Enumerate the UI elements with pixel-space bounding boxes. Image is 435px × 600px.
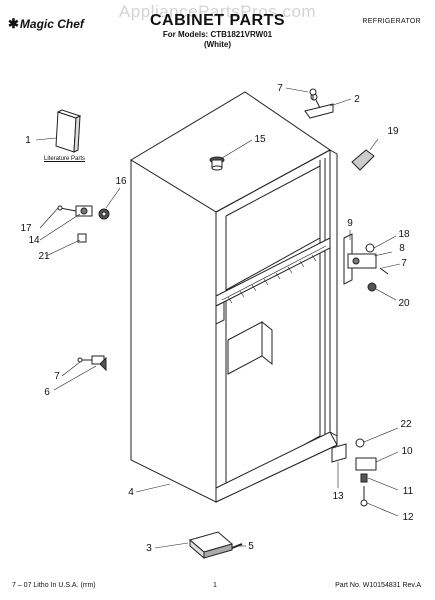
- callout-20: 20: [398, 298, 410, 309]
- callout-7a: 7: [277, 83, 283, 94]
- callout-1: 1: [25, 135, 31, 146]
- callout-2: 2: [354, 94, 360, 105]
- top-hinge-part: [304, 93, 334, 119]
- star-icon: ✱: [8, 16, 19, 31]
- callout-7b: 7: [401, 258, 407, 269]
- screw-part-top: [309, 88, 317, 100]
- left-hinge-assembly: [57, 205, 110, 243]
- footer-page-number: 1: [213, 582, 217, 589]
- callout-5: 5: [248, 541, 254, 552]
- callout-18: 18: [398, 229, 410, 240]
- footer-print-info: 7 – 07 Litho In U.S.A. (rrm): [12, 582, 96, 589]
- category-label: REFRIGERATOR: [362, 18, 421, 25]
- callout-14: 14: [28, 235, 40, 246]
- callout-21: 21: [38, 251, 50, 262]
- page-title: CABINET PARTS: [149, 12, 286, 29]
- callout-15: 15: [254, 134, 266, 145]
- callout-19: 19: [387, 126, 399, 137]
- door-stop-part: [77, 355, 107, 372]
- watermark: AppliancePartsPros.com: [118, 2, 317, 21]
- brand-name: Magic Chef: [19, 17, 84, 31]
- callout-12: 12: [402, 512, 414, 523]
- callout-3: 3: [146, 543, 152, 554]
- leveler-part: [188, 531, 243, 560]
- center-hinge-assembly: [343, 233, 389, 292]
- callout-17: 17: [20, 223, 32, 234]
- callout-7c: 7: [54, 371, 60, 382]
- callout-16: 16: [115, 176, 127, 187]
- callout-13: 13: [332, 491, 344, 502]
- callout-6: 6: [44, 387, 50, 398]
- callout-4: 4: [128, 487, 134, 498]
- brand-logo: ✱Magic Chef: [8, 16, 84, 32]
- footer-part-number: Part No. W10154831 Rev.A: [335, 582, 421, 589]
- plug-part: [209, 156, 225, 171]
- callout-8: 8: [399, 243, 405, 254]
- hinge-cover-part: [351, 149, 375, 171]
- callout-22: 22: [400, 419, 412, 430]
- models-line: For Models: CTB1821VRW01: [162, 30, 273, 39]
- cabinet-body: [130, 91, 338, 503]
- callout-9: 9: [347, 218, 353, 229]
- color-line: (White): [203, 40, 232, 49]
- callout-10: 10: [401, 446, 413, 457]
- bottom-hinge-assembly: [331, 438, 377, 507]
- literature-parts-label: Literature Parts: [44, 156, 86, 162]
- callout-11: 11: [403, 486, 414, 497]
- literature-booklet: [55, 109, 82, 153]
